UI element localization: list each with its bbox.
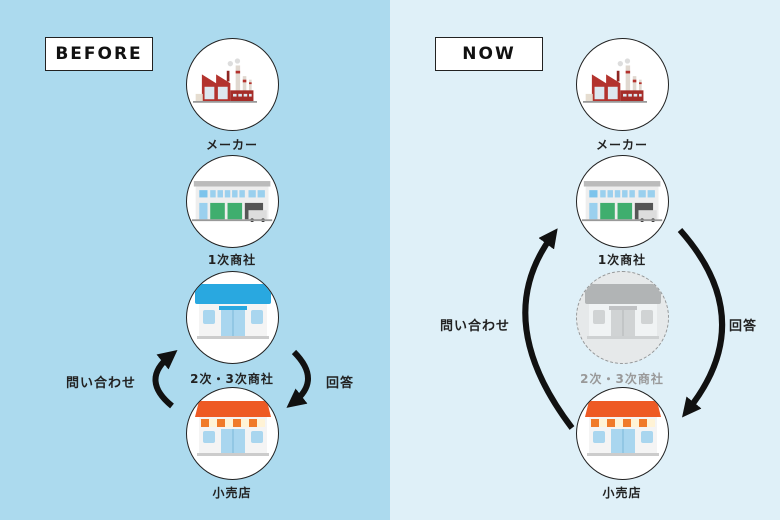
before-retail-circle <box>186 387 279 480</box>
before-primary-label: 1次商社 <box>207 253 257 267</box>
before-retail-label: 小売店 <box>212 486 252 500</box>
now-answer-label: 回答 <box>729 319 758 334</box>
now-retail-label: 小売店 <box>602 486 642 500</box>
now-retail-circle <box>576 387 669 480</box>
before-secondary-label: 2次・3次商社 <box>190 372 274 386</box>
now-title: NOW <box>435 37 543 71</box>
now-maker-circle <box>576 38 669 131</box>
now-primary-label: 1次商社 <box>597 253 647 267</box>
before-inquiry-arrow <box>152 349 178 409</box>
now-answer-arrow <box>677 228 726 418</box>
now-maker-label: メーカー <box>595 138 648 152</box>
now-inquiry-arrow <box>522 228 575 430</box>
before-maker-circle <box>186 38 279 131</box>
before-answer-arrow <box>286 349 311 408</box>
now-skipped-secondary-label: 2次・3次商社 <box>580 372 664 386</box>
before-inquiry-label: 問い合わせ <box>66 376 137 391</box>
now-inquiry-label: 問い合わせ <box>440 319 511 334</box>
before-secondary-circle <box>186 271 279 364</box>
before-answer-label: 回答 <box>326 376 355 391</box>
before-maker-label: メーカー <box>205 138 258 152</box>
before-primary-circle <box>186 155 279 248</box>
now-skipped-secondary-circle <box>576 271 669 364</box>
before-title: BEFORE <box>45 37 153 71</box>
now-primary-circle <box>576 155 669 248</box>
